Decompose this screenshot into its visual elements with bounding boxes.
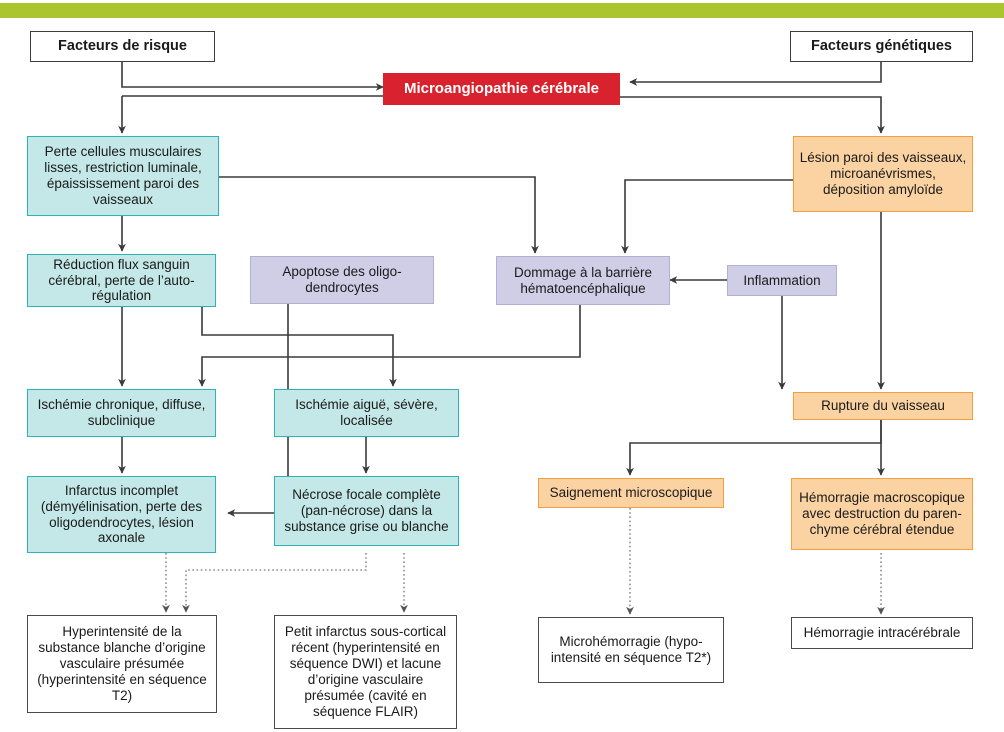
node-vessel-wall-lesion[interactable]: Lésion paroi des vaisseaux, microanévris…	[793, 136, 973, 212]
node-incomplete-infarct[interactable]: Infarctus incomplet (démyélinisation, pe…	[27, 476, 216, 553]
link-bloodflow-to-acute	[201, 307, 397, 387]
node-microhemorrhage[interactable]: Microhémorragie (hypo-intensité en séque…	[538, 617, 724, 683]
link-rupture-to-microbleed	[626, 420, 882, 476]
node-inflammation[interactable]: Inflammation	[727, 265, 837, 296]
node-risk-factors[interactable]: Facteurs de risque	[30, 31, 215, 62]
link-vessellesion-to-bbb	[621, 179, 793, 254]
node-smooth-muscle-loss[interactable]: Perte cellules musculaires lisses, restr…	[27, 136, 219, 216]
link-necrosis-to-wmh-2	[182, 553, 367, 613]
link-smoothmuscle-to-bbb	[219, 176, 539, 254]
node-white-matter-hyperintensity[interactable]: Hyperintensité de la substance blanche d…	[27, 615, 217, 713]
node-intracerebral-hemorrhage[interactable]: Hémorragie intracérébrale	[791, 617, 973, 649]
node-genetic-factors[interactable]: Facteurs génétiques	[790, 31, 973, 62]
node-acute-ischemia[interactable]: Ischémie aiguë, sévère, localisée	[274, 389, 459, 437]
link-risk-to-central	[121, 62, 384, 91]
node-central-microangiopathy[interactable]: Microangiopathie cérébrale	[383, 73, 620, 105]
node-microscopic-bleeding[interactable]: Saignement microscopique	[538, 478, 724, 508]
node-focal-necrosis[interactable]: Nécrose focale complète (pan-nécrose) da…	[274, 476, 459, 546]
node-small-subcortical-infarct[interactable]: Petit infarctus sous-cortical récent (hy…	[274, 615, 457, 729]
node-vessel-rupture[interactable]: Rupture du vaisseau	[793, 392, 973, 420]
link-genetic-to-central	[629, 62, 882, 86]
node-bbb-damage[interactable]: Dommage à la barrière hématoencéphalique	[496, 256, 670, 305]
node-macroscopic-hemorrhage[interactable]: Hémorragie macroscopique avec destructio…	[791, 478, 973, 550]
node-chronic-ischemia[interactable]: Ischémie chronique, diffuse, subclinique	[27, 389, 216, 437]
link-bbb-to-chronic	[198, 305, 581, 387]
top-accent-bar	[0, 3, 1004, 18]
node-oligodendrocyte-apoptosis[interactable]: Apoptose des oligo-dendrocytes	[250, 256, 434, 304]
link-central-to-vessellesion	[620, 96, 885, 134]
node-blood-flow-reduction[interactable]: Réduction flux sanguin cérébral, perte d…	[27, 254, 216, 307]
